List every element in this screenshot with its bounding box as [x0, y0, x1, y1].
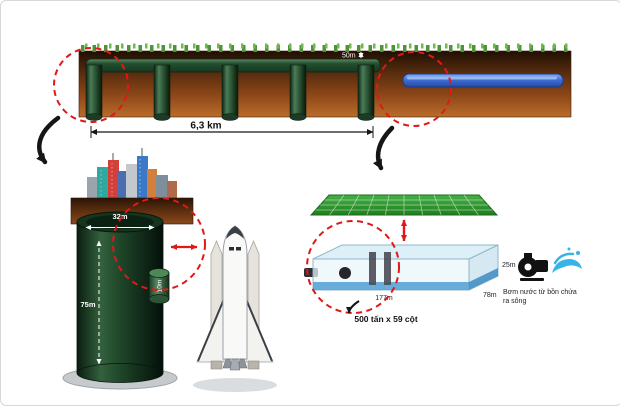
- nose-cap: [226, 226, 244, 239]
- water-tank: 177m 78m 25m: [304, 244, 516, 302]
- inlet-cylinder: 10m: [148, 268, 170, 304]
- space-shuttle: [193, 225, 277, 392]
- tank-top-face: [312, 244, 499, 260]
- shaft-cylinder: [85, 64, 103, 121]
- booster-left-nozzle: [210, 360, 223, 370]
- storage-shaft: 32m 75m 10m: [62, 211, 178, 390]
- tank-width-label: 78m: [483, 292, 497, 299]
- wing-left-edge: [197, 298, 225, 362]
- shaft-bottom: [76, 363, 164, 383]
- tank-column: [384, 252, 391, 285]
- tunnel-and-shafts: 50m: [85, 51, 381, 121]
- city-skyline: [87, 148, 177, 198]
- highlight-circle-shaft-detail: [112, 197, 206, 291]
- pump-icon: [518, 253, 548, 281]
- length-label: 6,3 km: [190, 121, 221, 132]
- length-measure: 6,3 km: [90, 121, 374, 138]
- orbiter-body: [222, 225, 248, 360]
- tunnel-depth-label: 50m: [342, 53, 356, 60]
- tank-water-front: [313, 282, 469, 290]
- arrow-to-tank-detail: [372, 125, 395, 171]
- highlight-circle-shaft: [53, 47, 129, 123]
- arrow-to-shaft-detail: [36, 115, 61, 165]
- inlet-width-label: 10m: [157, 280, 164, 293]
- shaft-cylinder: [289, 64, 307, 121]
- water-splash-icon: [552, 247, 582, 273]
- field-grid: [315, 195, 493, 215]
- shuttle-shadow: [193, 378, 277, 392]
- tank-pump-ball: [339, 267, 351, 279]
- pump-caption-line2: ra sông: [503, 298, 526, 305]
- engine-bell: [229, 358, 241, 371]
- discharge-pipe: [402, 73, 564, 88]
- shaft-depth-label: 75m: [80, 300, 95, 309]
- tank-length-label: 177m: [375, 295, 393, 302]
- shaft-cylinder: [221, 64, 239, 121]
- shaft-cylinder: [153, 64, 171, 121]
- shaft-cylinder: [357, 64, 375, 121]
- cockpit-window: [236, 247, 241, 251]
- tank-water-side: [469, 268, 498, 290]
- tank-height-label: 25m: [502, 262, 516, 269]
- highlight-circle-columns: [306, 220, 400, 314]
- arrow-to-columns-label: [346, 300, 360, 314]
- booster-right-nozzle: [247, 360, 260, 370]
- columns-label: 500 tấn x 59 cột: [354, 314, 417, 324]
- pump-caption-line1: Bơm nước từ bồn chứa: [503, 287, 577, 296]
- tank-column: [369, 252, 376, 285]
- highlight-circle-junction: [376, 51, 452, 127]
- cockpit-window: [229, 247, 234, 251]
- reservoir-detail: 177m 78m 25m 500 tấn x 59 cột Bơm nước t…: [304, 194, 582, 324]
- shaft-diameter-label: 32m: [112, 212, 127, 221]
- wing-right-edge: [245, 298, 273, 362]
